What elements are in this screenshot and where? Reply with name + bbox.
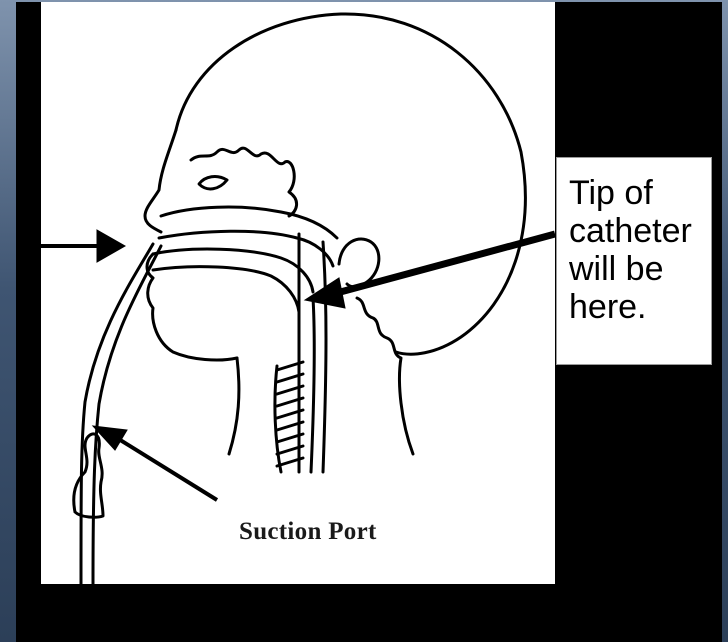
skull-outline: [176, 14, 525, 354]
tongue-lower: [153, 267, 299, 312]
esophagus: [311, 298, 314, 472]
neck-front: [229, 358, 239, 454]
eye-outline: [199, 177, 227, 189]
suction-port-label: Suction Port: [239, 518, 377, 546]
callout-text: Tip of catheter will be here.: [569, 174, 703, 326]
nostril-arrow-head: [97, 230, 125, 262]
catheter-tube-inner: [93, 246, 161, 584]
pharynx-front: [323, 242, 326, 472]
hairline: [191, 148, 297, 216]
suction-arrow-shaft: [117, 438, 217, 500]
head-illustration: [41, 2, 555, 584]
suction-connector: [74, 434, 103, 517]
anatomy-figure: Suction Port: [41, 2, 555, 584]
catheter-tip-arrow-shaft: [333, 234, 555, 294]
neck-back: [357, 298, 413, 454]
tongue-upper: [153, 249, 313, 292]
catheter-tip-callout: Tip of catheter will be here.: [556, 157, 712, 365]
